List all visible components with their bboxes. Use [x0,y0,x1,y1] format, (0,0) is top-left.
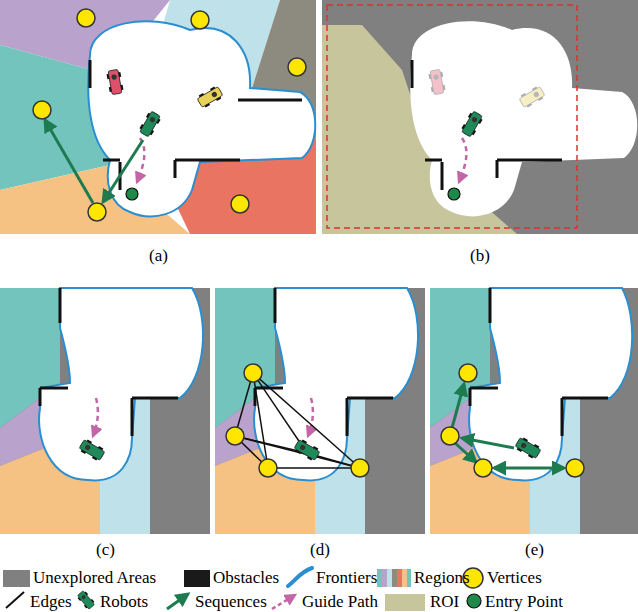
legend-label: ROI [430,592,459,612]
legend-label: Unexplored Areas [33,568,156,588]
panel-caption: (a) [149,246,168,266]
legend-swatch [184,570,210,587]
legend-label: Obstacles [213,568,279,588]
panel-caption: (c) [96,540,115,560]
panel-caption: (b) [470,246,490,266]
legend-swatch [385,594,425,611]
legend-label: Entry Point [485,592,563,612]
legend-label: Vertices [487,568,542,588]
legend-label: Robots [100,592,148,612]
legend-swatch [3,570,30,587]
legend-label: Regions [414,568,470,588]
legend-label: Edges [30,592,72,612]
legend-label: Guide Path [302,592,378,612]
legend-label: Frontiers [316,568,377,588]
legend-label: Sequences [195,592,267,612]
panel-caption: (e) [525,540,544,560]
panel-caption: (d) [310,540,330,560]
